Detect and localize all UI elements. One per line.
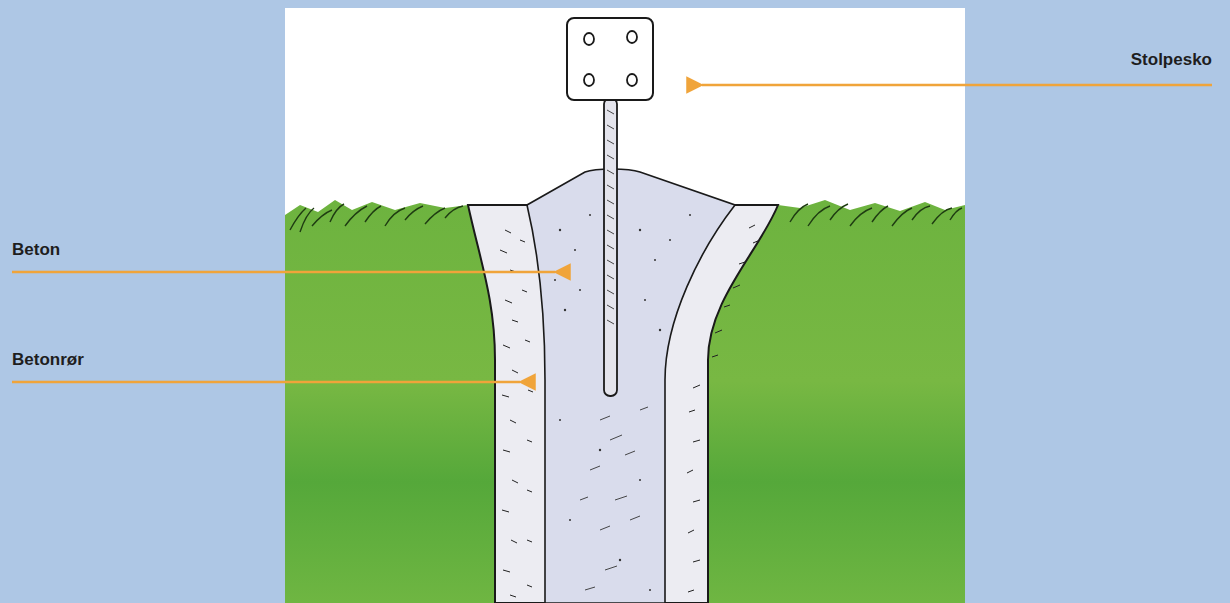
leader-line <box>12 271 555 274</box>
concrete-speckles <box>554 214 691 591</box>
part-label: Beton <box>12 240 60 260</box>
part-label: Stolpesko <box>1131 50 1212 70</box>
post-shoe <box>567 18 653 396</box>
concrete-hatching <box>580 407 648 590</box>
white-panel <box>285 8 965 603</box>
leader-lines <box>12 85 1212 382</box>
concrete-fill <box>527 169 735 603</box>
leader-line <box>12 381 520 384</box>
part-label: Betonrør <box>12 350 84 370</box>
leader-line <box>702 84 1212 87</box>
